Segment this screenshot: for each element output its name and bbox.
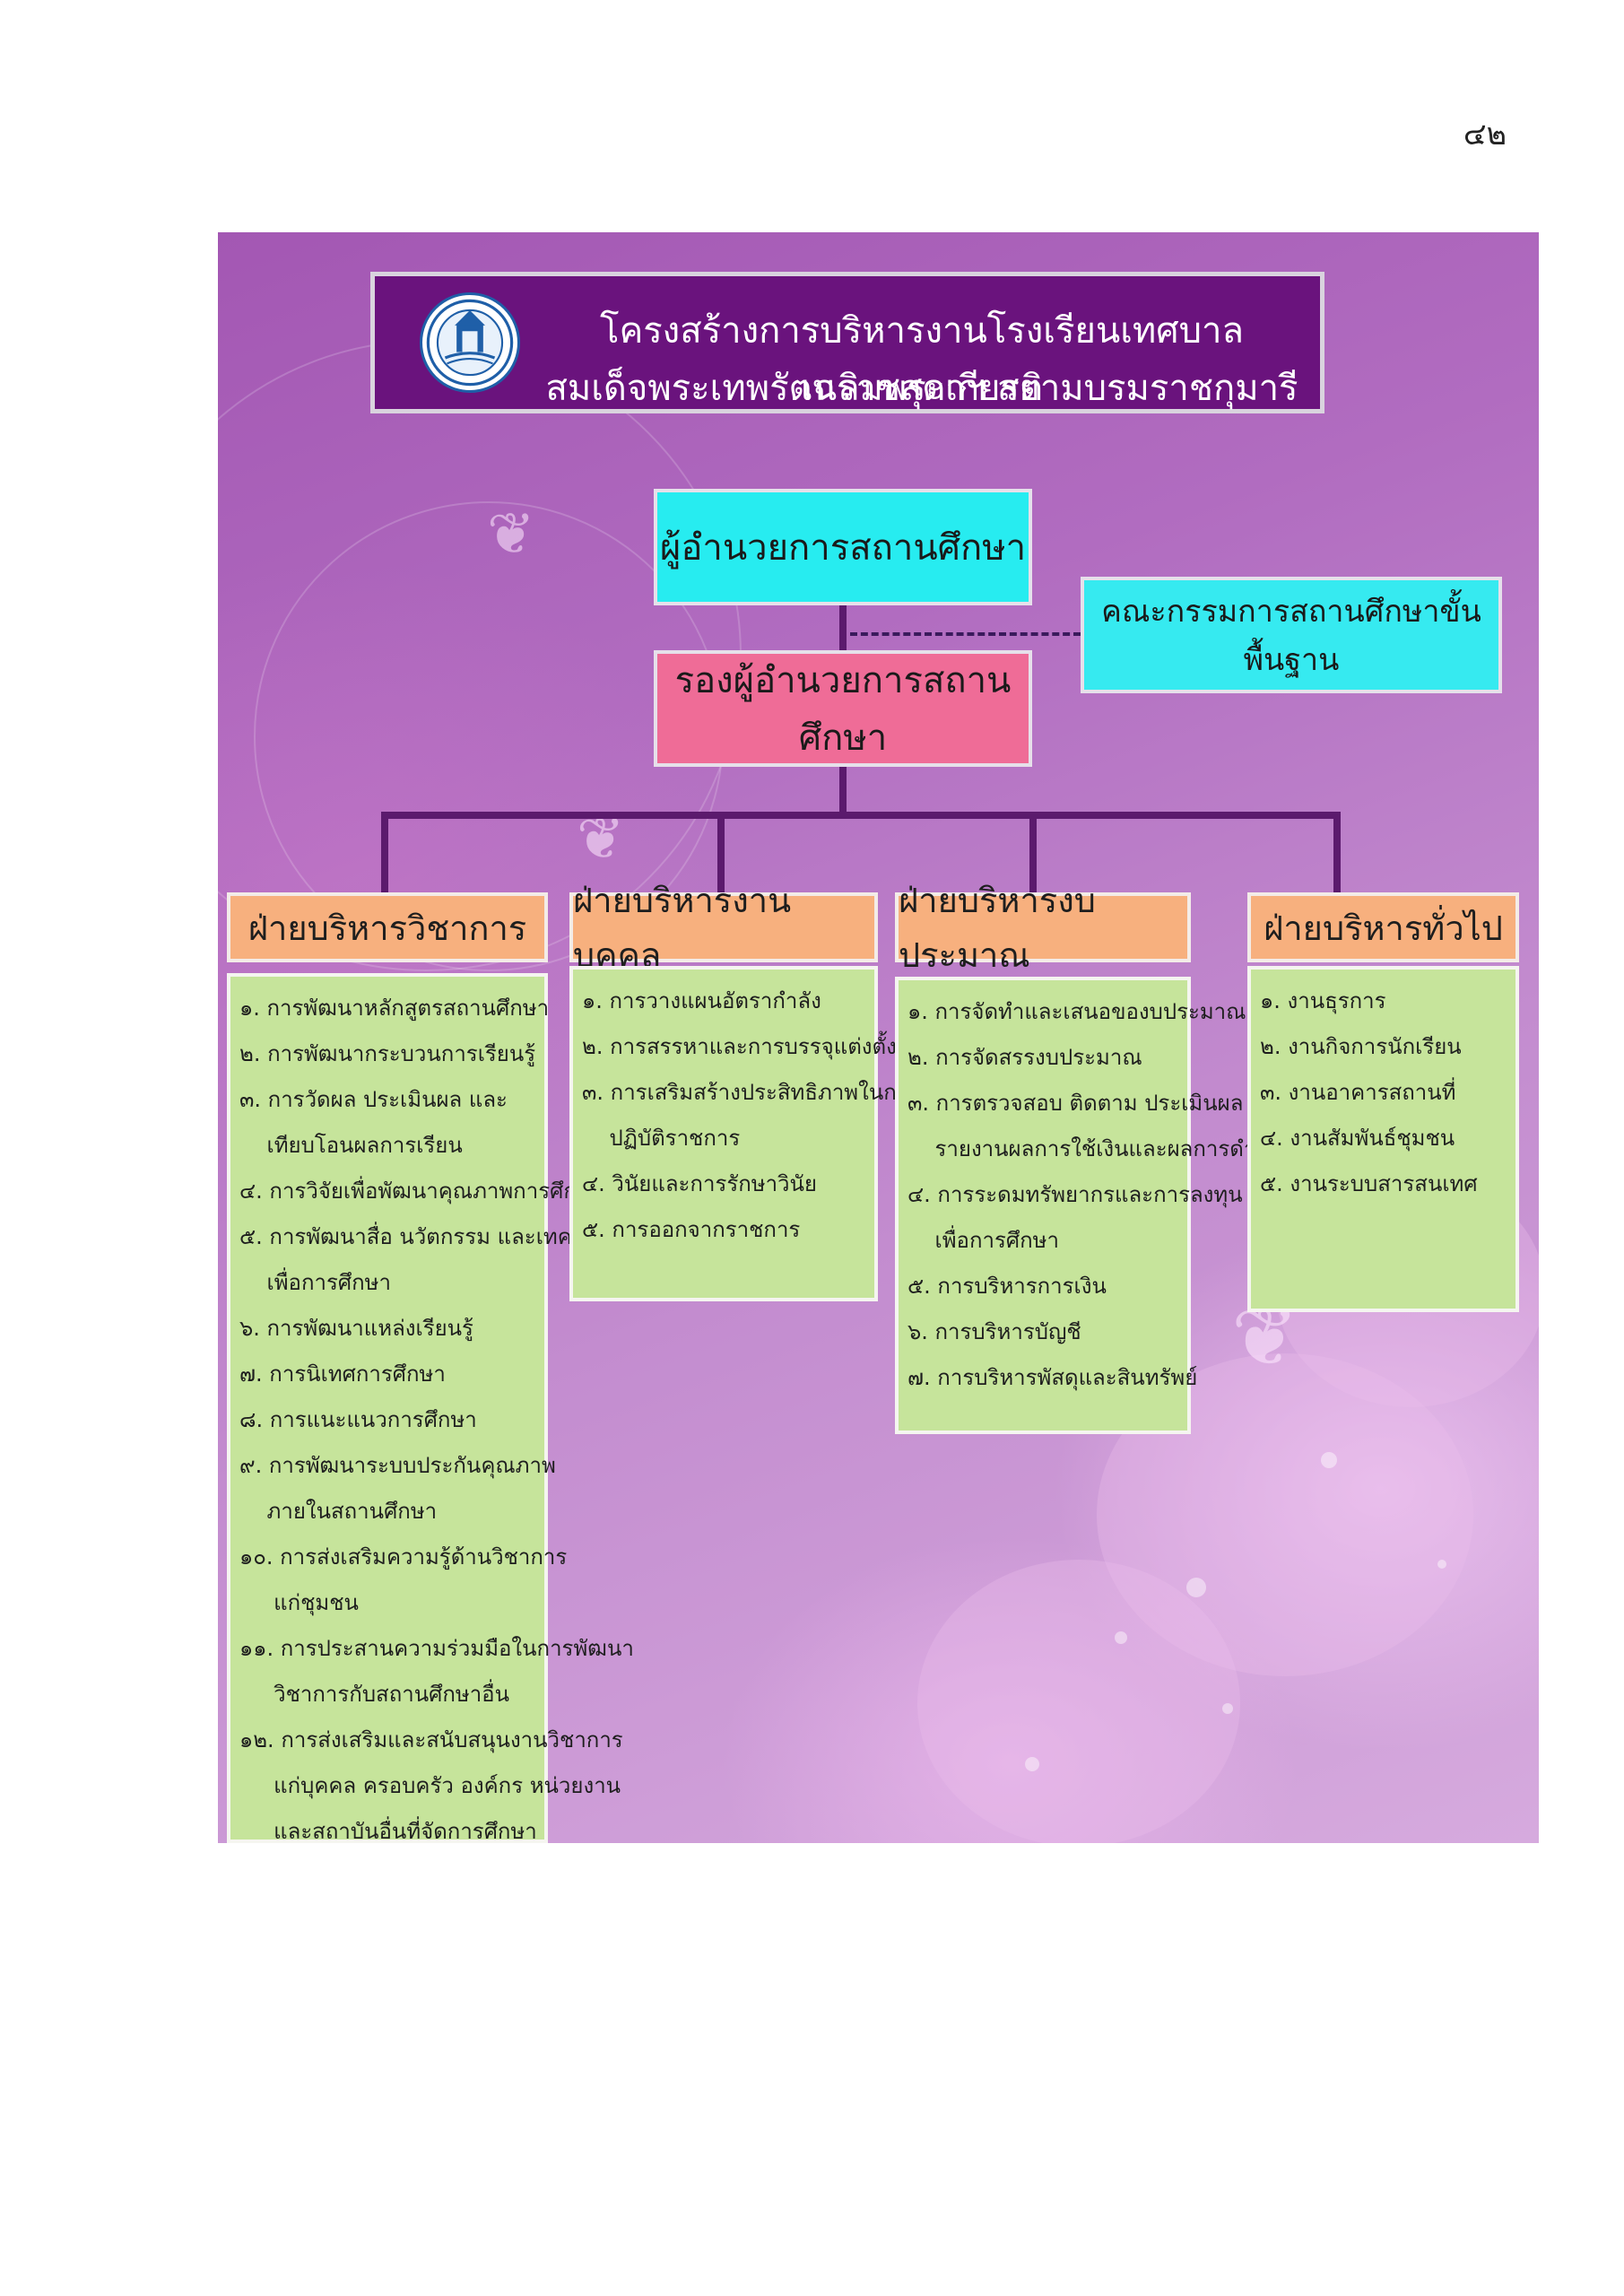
task-item: ๑๑. การประสานความร่วมมือในการพัฒนา: [239, 1636, 634, 1661]
task-item: ๑. การจัดทำและเสนอของบประมาณ: [908, 999, 1246, 1024]
task-item: ๓. การเสริมสร้างประสิทธิภาพในการ: [582, 1080, 921, 1105]
task-item: ๔. งานสัมพันธ์ชุมชน: [1260, 1126, 1455, 1151]
connector-deputy-bus: [839, 767, 847, 815]
task-item: ๗. การบริหารพัสดุและสินทรัพย์: [908, 1365, 1198, 1390]
department-academic-tasks: ๑. การพัฒนาหลักสูตรสถานศึกษา๒. การพัฒนาก…: [227, 973, 636, 1843]
task-item: วิชาการกับสถานศึกษาอื่น: [239, 1682, 509, 1707]
task-item: ๖. การบริหารบัญชี: [908, 1319, 1081, 1344]
background-sparkle: [1186, 1578, 1206, 1597]
task-item: ๔. การระดมทรัพยากรและการลงทุน: [908, 1182, 1243, 1207]
task-item: และสถาบันอื่นที่จัดการศึกษา: [239, 1819, 537, 1843]
background-sparkle: [1222, 1703, 1233, 1714]
page-number: ๔๒: [1463, 117, 1507, 152]
task-item: ๒. การสรรหาและการบรรจุแต่งตั้ง: [582, 1034, 897, 1059]
background-sparkle: [1115, 1631, 1127, 1644]
task-item: ๗. การนิเทศการศึกษา: [239, 1361, 446, 1387]
task-item: เพื่อการศึกษา: [239, 1270, 391, 1295]
background-sparkle: [1321, 1452, 1337, 1468]
connector-dept-1: [381, 812, 388, 894]
department-personnel-tasks: ๑. การวางแผนอัตรากำลัง๒. การสรรหาและการบ…: [569, 966, 921, 1301]
task-item: ๓. การตรวจสอบ ติดตาม ประเมินผล และ: [908, 1091, 1290, 1116]
task-item: ๒. การพัฒนากระบวนการเรียนรู้: [239, 1041, 536, 1066]
connector-horizontal-bus: [381, 812, 1341, 819]
department-general-tasks: ๑. งานธุรการ๒. งานกิจการนักเรียน๓. งานอา…: [1247, 966, 1519, 1312]
org-chart: ❦ ❦ ❦ โครงสร้างการบริหารงานโรงเรียนเทศบา…: [218, 232, 1539, 1843]
butterfly-icon: ❦: [487, 501, 535, 568]
task-item: ๑. การพัฒนาหลักสูตรสถานศึกษา: [239, 996, 550, 1021]
department-budget-header: ฝ่ายบริหารงบประมาณ: [895, 881, 1191, 975]
task-item: ๕. การบริหารการเงิน: [908, 1274, 1107, 1299]
task-item: รายงานผลการใช้เงินและผลการดำเนินการ: [908, 1136, 1330, 1161]
connector-dept-4: [1333, 812, 1341, 894]
chart-title-line-1: โครงสร้างการบริหารงานโรงเรียนเทศบาลเฉลิม…: [599, 310, 1245, 409]
task-item: ๑. การวางแผนอัตรากำลัง: [582, 988, 821, 1013]
task-item: ๑๐. การส่งเสริมความรู้ด้านวิชาการ: [239, 1544, 568, 1570]
task-item: ๔. วินัยและการรักษาวินัย: [582, 1171, 817, 1196]
task-item: แก่ชุมชน: [239, 1590, 359, 1615]
deputy-director-box: รองผู้อำนวยการสถานศึกษา: [654, 650, 1032, 767]
task-item: ๑๒. การส่งเสริมและสนับสนุนงานวิชาการ: [239, 1727, 623, 1752]
director-box: ผู้อำนวยการสถานศึกษา: [654, 489, 1032, 605]
committee-box: คณะกรรมการสถานศึกษาขั้นพื้นฐาน: [1081, 577, 1502, 693]
task-item: ๘. การแนะแนวการศึกษา: [239, 1407, 477, 1432]
task-item: ๒. งานกิจการนักเรียน: [1260, 1034, 1462, 1059]
connector-dept-2: [717, 812, 725, 894]
task-item: เทียบโอนผลการเรียน: [239, 1133, 463, 1158]
task-item: ภายในสถานศึกษา: [239, 1499, 438, 1524]
task-item: ๙. การพัฒนาระบบประกันคุณภาพ: [239, 1453, 556, 1478]
department-budget-tasks: ๑. การจัดทำและเสนอของบประมาณ๒. การจัดสรร…: [895, 977, 1330, 1434]
task-item: ๓. งานอาคารสถานที่: [1260, 1080, 1456, 1105]
task-item: ๕. การพัฒนาสื่อ นวัตกรรม และเทคโนโลยี: [239, 1224, 636, 1249]
connector-dept-3: [1029, 812, 1037, 894]
background-sparkle: [1437, 1560, 1446, 1569]
connector-committee-dashed: [850, 632, 1081, 636]
school-seal-icon: [420, 292, 520, 393]
department-general-header: ฝ่ายบริหารทั่วไป: [1247, 892, 1519, 962]
task-item: ๑. งานธุรการ: [1260, 988, 1386, 1013]
chart-title-line-2: สมเด็จพระเทพรัตนราชสุดาฯ สยามบรมราชกุมาร…: [545, 368, 1298, 409]
background-sparkle: [1025, 1757, 1039, 1771]
department-personnel-header: ฝ่ายบริหารงานบุคคล: [569, 881, 878, 975]
task-item: ๕. การออกจากราชการ: [582, 1217, 801, 1242]
task-item: เพื่อการศึกษา: [908, 1228, 1059, 1253]
task-item: แก่บุคคล ครอบครัว องค์กร หน่วยงาน: [239, 1773, 621, 1798]
department-academic-header: ฝ่ายบริหารวิชาการ: [227, 892, 548, 962]
task-item: ๓. การวัดผล ประเมินผล และ: [239, 1087, 508, 1112]
task-item: ๕. งานระบบสารสนเทศ: [1260, 1171, 1478, 1196]
task-item: ๒. การจัดสรรงบประมาณ: [908, 1045, 1142, 1070]
task-item: ปฏิบัติราชการ: [582, 1126, 741, 1151]
connector-director-deputy: [839, 605, 847, 650]
task-item: ๔. การวิจัยเพื่อพัฒนาคุณภาพการศึกษา: [239, 1178, 604, 1204]
background-flower: [917, 1560, 1240, 1843]
title-banner: โครงสร้างการบริหารงานโรงเรียนเทศบาลเฉลิม…: [370, 272, 1324, 413]
task-item: ๖. การพัฒนาแหล่งเรียนรู้: [239, 1316, 473, 1341]
